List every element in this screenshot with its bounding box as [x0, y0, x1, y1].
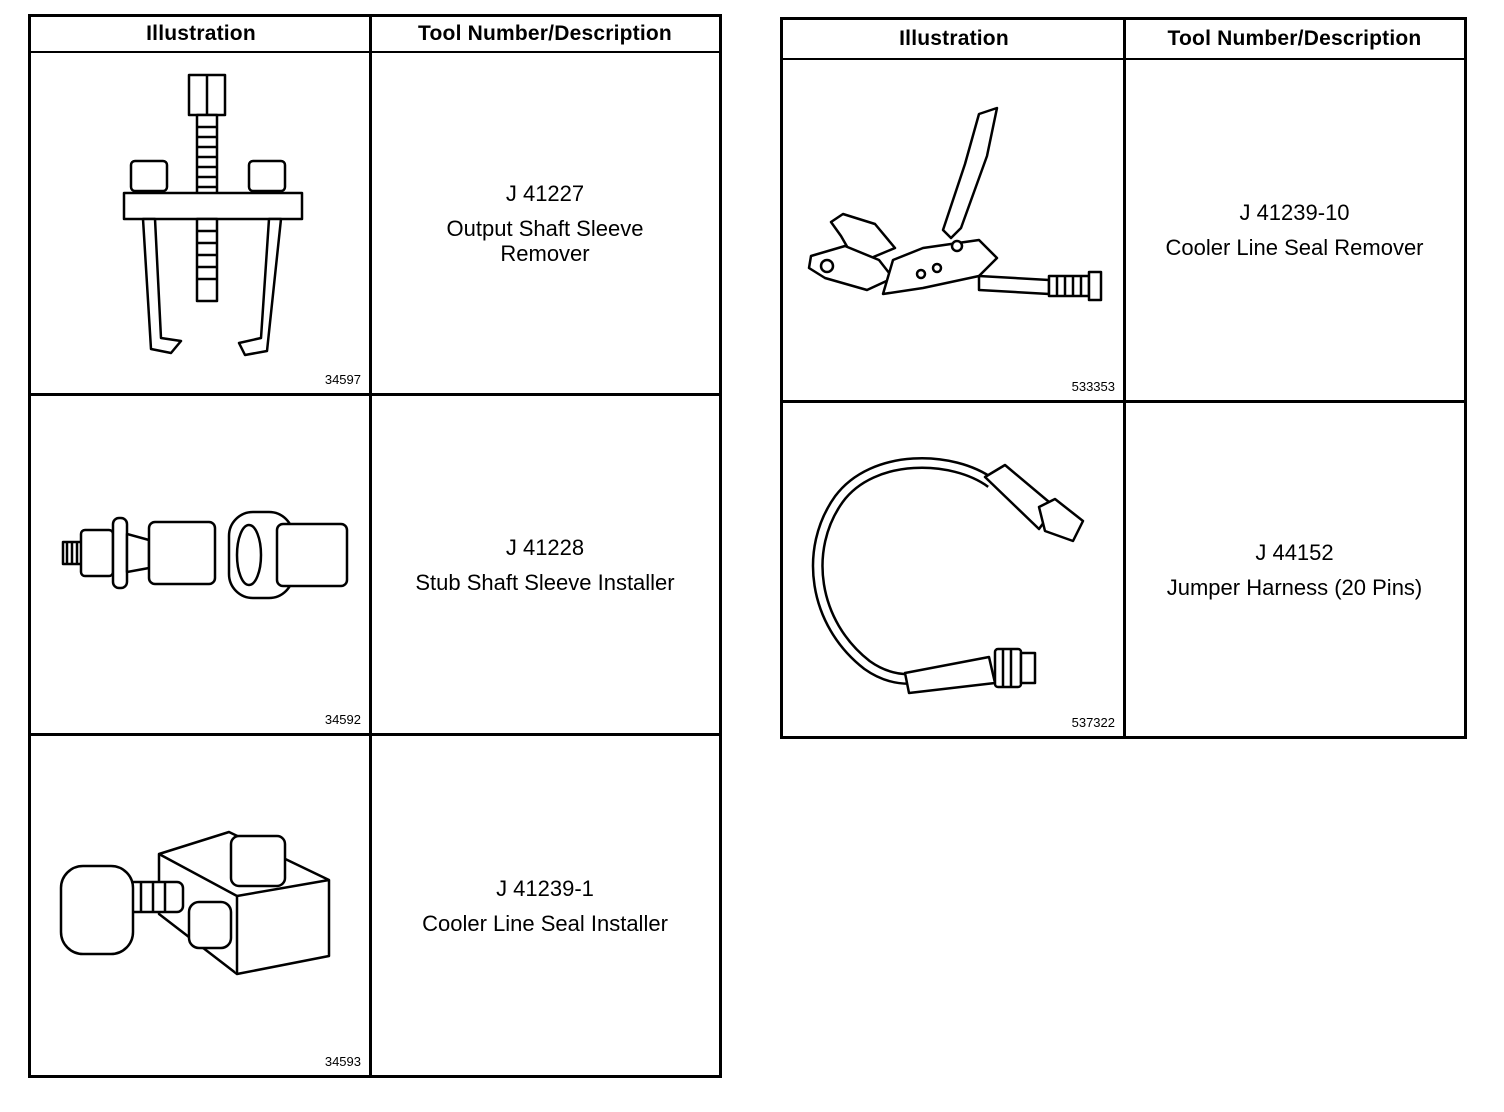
tool-number: J 41227 [505, 180, 585, 206]
tool-number: J 44152 [1255, 539, 1334, 565]
column-divider [1123, 20, 1126, 736]
description-cell: J 41239-1 Cooler Line Seal Installer [371, 736, 719, 1075]
row-divider [31, 733, 719, 736]
plier-tool-icon [807, 106, 1103, 302]
illustration-cell: 34592 [31, 396, 371, 733]
header-illustration: Illustration [146, 22, 256, 45]
table-row: 537322 J 44152 Jumper Harness (20 Pins) [783, 403, 1464, 736]
tool-description: Cooler Line Seal Installer [422, 910, 668, 936]
header-illustration: Illustration [899, 27, 1009, 50]
illustration-cell: 34597 [31, 53, 371, 393]
description-cell: J 41227 Output Shaft Sleeve Remover [371, 53, 719, 393]
seal-installer-icon [59, 830, 331, 976]
header-tool-number: Tool Number/Description [1167, 27, 1422, 50]
table-row: 34593 J 41239-1 Cooler Line Seal Install… [31, 736, 719, 1075]
illustration-cell: 533353 [783, 60, 1125, 400]
tool-description: Cooler Line Seal Remover [1165, 235, 1424, 260]
column-divider [369, 17, 372, 1075]
tool-table-left: Illustration Tool Number/Description 345… [28, 14, 722, 1078]
table-row: 533353 J 41239-10 Cooler Line Seal Remov… [783, 60, 1464, 400]
description-cell: J 41228 Stub Shaft Sleeve Installer [371, 396, 719, 733]
figure-number: 34597 [324, 372, 361, 387]
header-tool-number: Tool Number/Description [418, 22, 672, 45]
figure-number: 34593 [324, 1054, 361, 1069]
table-row: 34597 J 41227 Output Shaft Sleeve Remove… [31, 53, 719, 393]
illustration-cell: 34593 [31, 736, 371, 1075]
description-cell: J 41239-10 Cooler Line Seal Remover [1125, 60, 1464, 400]
description-cell: J 44152 Jumper Harness (20 Pins) [1125, 403, 1464, 736]
row-divider [31, 393, 719, 396]
row-divider [783, 400, 1464, 403]
figure-number: 34592 [324, 712, 361, 727]
tool-number: J 41239-10 [1239, 200, 1350, 225]
tool-table-right: Illustration Tool Number/Description 533… [780, 17, 1467, 739]
tool-number: J 41239-1 [496, 875, 594, 901]
tool-description: Output Shaft Sleeve Remover [446, 215, 644, 266]
illustration-cell: 537322 [783, 403, 1125, 736]
table-row: 34592 J 41228 Stub Shaft Sleeve Installe… [31, 396, 719, 733]
figure-number: 533353 [1071, 379, 1115, 394]
jumper-harness-icon [811, 457, 1085, 695]
tool-description: Jumper Harness (20 Pins) [1166, 574, 1423, 600]
tool-number: J 41228 [505, 534, 585, 560]
sleeve-installer-icon [61, 510, 349, 600]
figure-number: 537322 [1071, 715, 1115, 730]
table-header: Illustration Tool Number/Description [31, 17, 719, 53]
puller-icon [122, 73, 304, 357]
tool-description: Stub Shaft Sleeve Installer [415, 569, 675, 595]
